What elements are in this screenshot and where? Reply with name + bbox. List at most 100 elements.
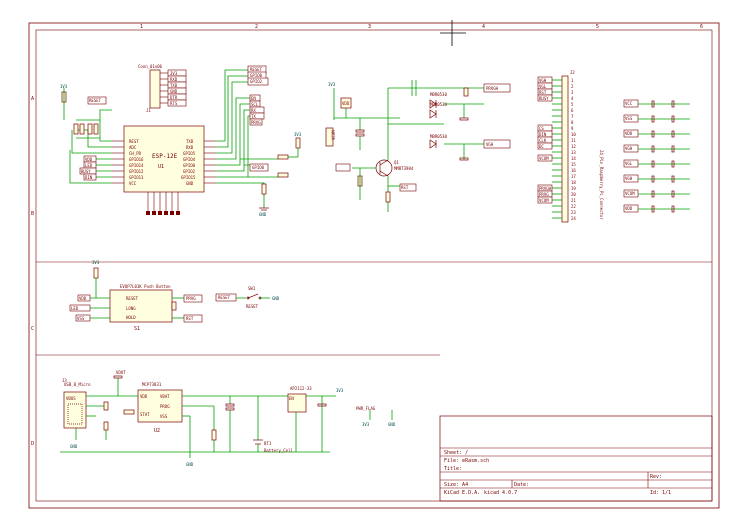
svg-text:Rev:: Rev: — [650, 474, 662, 480]
crosshair-cursor — [440, 20, 466, 46]
svg-text:GPIO16: GPIO16 — [129, 157, 144, 162]
svg-text:CH_PD: CH_PD — [129, 151, 142, 156]
svg-text:GND: GND — [259, 212, 267, 217]
svg-text:LONG: LONG — [126, 306, 136, 311]
j2-pin-number: 10 — [571, 132, 576, 137]
j2-pin-number: 4 — [571, 96, 574, 101]
svg-text:6: 6 — [700, 24, 703, 30]
j2-pin-number: 3 — [571, 90, 574, 95]
svg-text:TX: TX — [251, 114, 256, 119]
j2-pin-number: 1 — [571, 78, 574, 83]
frame-row-labels: A B C D — [31, 96, 34, 447]
j2-net-label-box — [537, 196, 553, 204]
j2-net-label: VCOM — [539, 198, 549, 203]
svg-text:BT1: BT1 — [264, 441, 272, 446]
svg-text:C: C — [31, 326, 34, 332]
svg-text:GPIO15: GPIO15 — [181, 175, 196, 180]
j2-net-label-box — [537, 94, 553, 102]
cap-net-label-box — [623, 174, 639, 183]
svg-text:TXD: TXD — [186, 139, 194, 144]
s1-push-button: 3V3 EVQP7L01K Push Button RESET LONG HOL… — [69, 260, 203, 332]
svg-text:GPIO0: GPIO0 — [250, 73, 263, 78]
cap-net-label: VGH — [625, 146, 633, 151]
capacitor-plate — [671, 205, 675, 213]
svg-text:4: 4 — [482, 24, 485, 30]
svg-text:kicad 4.0.7: kicad 4.0.7 — [484, 490, 517, 496]
svg-text:GPIO4: GPIO4 — [183, 157, 196, 162]
svg-text:HOLD: HOLD — [126, 315, 136, 320]
svg-text:GPIO5: GPIO5 — [183, 151, 196, 156]
svg-text:PROG: PROG — [160, 404, 170, 409]
svg-text:PRVGH: PRVGH — [486, 86, 499, 91]
svg-text:DTR: DTR — [170, 95, 178, 100]
svg-text:VOUT: VOUT — [116, 370, 126, 375]
capacitor-plate — [671, 145, 675, 153]
svg-text:1: 1 — [140, 24, 143, 30]
svg-text:3: 3 — [368, 24, 371, 30]
svg-text:3V3: 3V3 — [336, 388, 344, 393]
svg-text:VDD: VDD — [342, 101, 350, 106]
svg-text:BUSY: BUSY — [81, 169, 91, 174]
j2-net-label: VGL — [539, 84, 547, 89]
j2-pin-number: 6 — [571, 108, 574, 113]
svg-text:GPIO12: GPIO12 — [129, 169, 144, 174]
capacitor-plate — [671, 160, 675, 168]
cap-net-label-box — [623, 129, 639, 138]
capacitor-plate — [671, 130, 675, 138]
svg-text:J2: J2 — [570, 70, 575, 75]
svg-text:DIN: DIN — [85, 175, 93, 180]
j2-net-label: RST — [539, 90, 547, 95]
svg-text:REST: REST — [129, 139, 139, 144]
capacitor-plate — [651, 190, 655, 198]
pwr-flags: PWR_FLAG 3V3 GND — [356, 406, 396, 427]
svg-text:VSS: VSS — [77, 316, 85, 321]
svg-text:MBR0530: MBR0530 — [430, 102, 447, 107]
power-passives: VOUT GND — [70, 370, 138, 449]
svg-text:RXD: RXD — [186, 145, 194, 150]
svg-text:VGH: VGH — [486, 142, 494, 147]
j2-pin-number: 20 — [571, 192, 576, 197]
j2-pin-number: 17 — [571, 174, 576, 179]
svg-text:File: eRasm.sch: File: eRasm.sch — [444, 458, 489, 464]
svg-text:3V3: 3V3 — [294, 132, 302, 137]
capacitor-plate — [651, 205, 655, 213]
svg-text:3V3: 3V3 — [170, 71, 178, 76]
svg-text:KiCad E.D.A.: KiCad E.D.A. — [444, 490, 480, 496]
capacitor-plate — [651, 115, 655, 123]
j2-pin-number: 5 — [571, 102, 574, 107]
j2-pin-number: 19 — [571, 186, 576, 191]
sw1-reset: RESET SW1 RESET GND — [215, 286, 280, 309]
j2-net-label: CS — [539, 126, 544, 131]
svg-text:D: D — [31, 441, 34, 447]
title-block: Sheet: / File: eRasm.sch Title: Size: A4… — [439, 415, 713, 502]
svg-text:2: 2 — [255, 24, 258, 30]
svg-text:Date:: Date: — [514, 482, 529, 488]
page-inner-border — [35, 29, 713, 502]
svg-text:Size: A4: Size: A4 — [444, 482, 468, 488]
j2-connector: J2 24_Pin_Raspberry_Pi_Connector 1234567… — [537, 70, 604, 223]
j2-pin-number: 12 — [571, 144, 576, 149]
svg-text:EN: EN — [289, 396, 294, 401]
svg-text:24_Pin_Raspberry_Pi_Connector: 24_Pin_Raspberry_Pi_Connector — [599, 150, 604, 220]
u1-right-passives: GND 3V3 — [259, 132, 302, 217]
svg-text:VDD: VDD — [140, 394, 148, 399]
svg-text:EN: EN — [251, 96, 256, 101]
cap-net-label-box — [623, 204, 639, 213]
svg-text:MBR0530: MBR0530 — [430, 92, 447, 97]
j2-pin-number: 11 — [571, 138, 576, 143]
svg-text:GPIO14: GPIO14 — [129, 163, 144, 168]
svg-text:AP2112-33: AP2112-33 — [290, 386, 312, 391]
cap-net-label: VCC — [625, 101, 633, 106]
svg-text:VBUS: VBUS — [66, 396, 76, 401]
j2-pin-number: 23 — [571, 210, 576, 215]
svg-text:3V3: 3V3 — [362, 422, 370, 427]
j2-net-label-box — [537, 142, 553, 150]
usb-connector-j3: USB_B_Micro VBUS J3 — [62, 378, 91, 429]
cap-net-label-box — [623, 99, 639, 108]
svg-text:RESET: RESET — [126, 296, 139, 301]
capacitor-plate — [651, 175, 655, 183]
capacitor-plate — [671, 115, 675, 123]
svg-text:RST: RST — [186, 316, 194, 321]
svg-text:GND: GND — [170, 89, 178, 94]
